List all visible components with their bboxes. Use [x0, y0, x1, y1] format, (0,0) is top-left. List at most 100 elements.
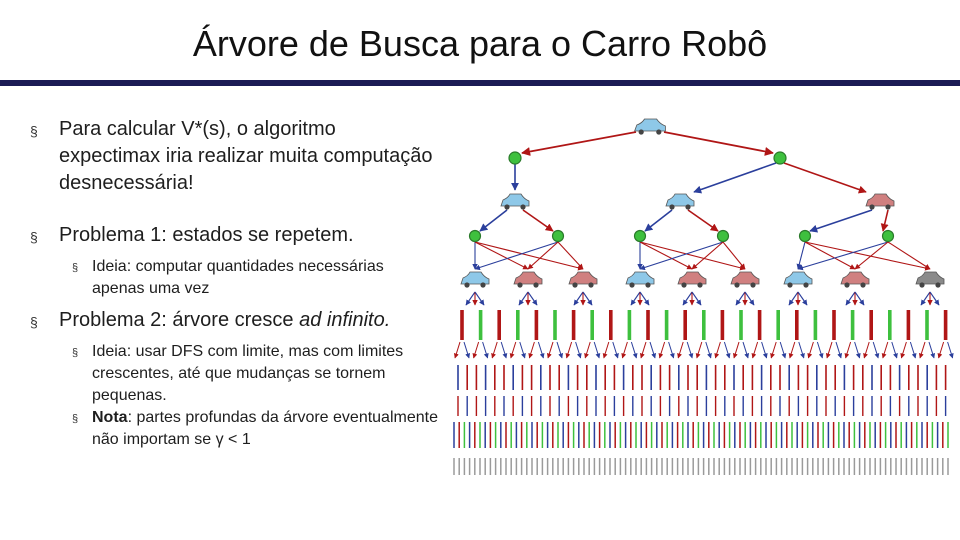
tree-arrow	[745, 292, 754, 305]
tree-arrow	[660, 342, 665, 358]
car-wheel-icon	[629, 282, 634, 287]
car-icon	[678, 272, 706, 284]
tree-arrow	[798, 242, 805, 269]
fringe-bar	[795, 310, 799, 340]
tree-arrow	[790, 342, 795, 358]
car-wheel-icon	[787, 282, 792, 287]
tree-arrow	[688, 210, 718, 231]
tree-arrow	[930, 292, 939, 305]
tree-arrow	[734, 342, 739, 358]
chance-node	[509, 152, 521, 164]
car-wheel-icon	[697, 282, 702, 287]
fringe-bar	[535, 310, 539, 340]
car-wheel-icon	[750, 282, 755, 287]
fringe-bar	[925, 310, 929, 340]
tree-arrow	[836, 342, 841, 358]
car-icon	[635, 119, 666, 131]
fringe-bar	[721, 310, 725, 340]
tree-arrow	[762, 342, 767, 358]
sub-bullet-text: Ideia: computar quantidades necessárias …	[92, 258, 384, 297]
car-icon	[916, 272, 944, 284]
tree-arrow	[846, 292, 855, 305]
tree-arrow	[910, 342, 915, 358]
bullet-text-prefix: Problema 2: árvore cresce	[59, 309, 299, 331]
tree-arrow	[683, 292, 692, 305]
bullet-text: Para calcular V*(s), o algoritmo expecti…	[59, 118, 433, 194]
fringe-bar	[516, 310, 520, 340]
tree-arrow	[583, 292, 592, 305]
tree-arrow	[724, 342, 729, 358]
tree-arrow	[576, 342, 581, 358]
tree-arrow	[827, 342, 832, 358]
fringe-bar	[590, 310, 594, 340]
tree-arrow	[697, 342, 702, 358]
tree-arrow	[483, 342, 488, 358]
car-icon	[569, 272, 597, 284]
tree-arrow	[529, 342, 534, 358]
tree-arrow	[855, 242, 888, 269]
tree-arrow	[855, 342, 860, 358]
fringe-bar	[702, 310, 706, 340]
tree-arrow	[921, 292, 930, 305]
bullet-item: § Problema 1: estados se repetem.	[30, 222, 440, 249]
tree-arrow	[892, 342, 897, 358]
car-wheel-icon	[645, 282, 650, 287]
tree-arrow	[492, 342, 497, 358]
tree-arrow	[736, 292, 745, 305]
fringe-bar	[497, 310, 501, 340]
chance-node	[553, 231, 564, 242]
tree-arrow	[585, 342, 590, 358]
car-wheel-icon	[919, 282, 924, 287]
tree-arrow	[939, 342, 944, 358]
fringe-bar	[460, 310, 464, 340]
fringe-bar	[683, 310, 687, 340]
chance-node	[800, 231, 811, 242]
tree-arrow	[692, 242, 723, 269]
tree-arrow	[464, 342, 469, 358]
car-icon	[461, 272, 489, 284]
car-wheel-icon	[803, 282, 808, 287]
chance-node	[635, 231, 646, 242]
sub-bullet-text: : partes profundas da árvore eventualmen…	[92, 409, 438, 448]
tree-arrow	[929, 342, 934, 358]
tree-arrow	[948, 342, 953, 358]
fringe-bar	[851, 310, 855, 340]
car-icon	[731, 272, 759, 284]
tree-arrow	[631, 292, 640, 305]
car-icon	[866, 194, 894, 206]
bullet-marker: §	[72, 257, 78, 279]
bullet-text-emphasis: ad infinito.	[299, 309, 390, 331]
tree-arrow	[622, 342, 627, 358]
car-wheel-icon	[844, 282, 849, 287]
car-wheel-icon	[588, 282, 593, 287]
car-wheel-icon	[935, 282, 940, 287]
chance-node	[774, 152, 786, 164]
tree-arrow	[883, 210, 888, 231]
tree-arrow	[784, 163, 866, 192]
car-wheel-icon	[520, 204, 525, 209]
tree-arrow	[645, 210, 672, 231]
tree-arrow	[613, 342, 618, 358]
tree-arrow	[855, 292, 864, 305]
car-wheel-icon	[681, 282, 686, 287]
car-icon	[501, 194, 529, 206]
chance-node	[883, 231, 894, 242]
tree-arrow	[475, 242, 558, 269]
sub-bullet-text: Ideia: usar DFS com limite, mas com limi…	[92, 343, 403, 404]
tree-arrow	[715, 342, 720, 358]
tree-arrow	[640, 242, 692, 269]
tree-arrow	[664, 132, 773, 153]
tree-arrow	[519, 292, 528, 305]
fringe-bar	[665, 310, 669, 340]
fringe-bar	[479, 310, 483, 340]
car-wheel-icon	[685, 204, 690, 209]
tree-arrow	[522, 132, 636, 153]
search-tree-diagram	[440, 100, 960, 500]
tree-arrow	[692, 292, 701, 305]
tree-arrow	[873, 342, 878, 358]
slide-title: Árvore de Busca para o Carro Robô	[0, 22, 960, 66]
tree-arrow	[640, 292, 649, 305]
tree-arrow	[594, 342, 599, 358]
car-wheel-icon	[885, 204, 890, 209]
tree-arrow	[678, 342, 683, 358]
